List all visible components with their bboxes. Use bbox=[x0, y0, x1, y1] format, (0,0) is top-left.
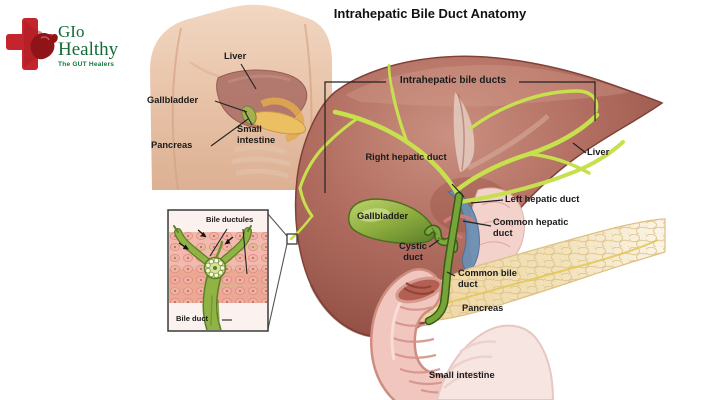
inset-leader-lines bbox=[209, 228, 248, 321]
torso-intestines bbox=[231, 144, 291, 179]
logo-text: GIo Healthy The GUT Healers bbox=[58, 23, 118, 68]
common-bile-duct-label: Common bile duct bbox=[458, 268, 517, 290]
common-bile-duct-shape bbox=[424, 191, 464, 326]
brand-name-top: GIo bbox=[58, 22, 85, 41]
torso-illustration bbox=[150, 4, 332, 191]
torso-pancreas-label: Pancreas bbox=[151, 140, 193, 150]
micro-inset bbox=[167, 209, 298, 332]
inset-connector-lines bbox=[267, 213, 288, 330]
logo-cross-icon bbox=[6, 18, 58, 70]
ductule-ring bbox=[203, 256, 227, 280]
torso-liver-label: Liver bbox=[224, 51, 247, 61]
main-liver-label: Liver bbox=[587, 147, 610, 157]
main-gallbladder-label: Gallbladder bbox=[357, 211, 409, 221]
stomach-glyph bbox=[30, 33, 58, 60]
intrahepatic-bile-ducts-label: Intrahepatic bile ducts bbox=[399, 75, 507, 86]
right-hepatic-duct-label: Right hepatic duct bbox=[365, 152, 447, 162]
main-illustration bbox=[289, 55, 666, 400]
gallbladder-shape bbox=[348, 198, 436, 245]
left-hepatic-duct-label: Left hepatic duct bbox=[505, 194, 580, 204]
torso-small-intestine-label: Small intestine bbox=[237, 124, 276, 146]
main-leader-lines bbox=[324, 81, 596, 277]
logo: GIo Healthy The GUT Healers bbox=[6, 12, 146, 72]
torso-gallbladder-label: Gallbladder bbox=[147, 95, 199, 105]
main-small-intestine-label: Small intestine bbox=[429, 370, 495, 380]
main-pancreas-label: Pancreas bbox=[462, 303, 504, 313]
torso-leader-lines bbox=[210, 63, 257, 147]
pancreatic-duct bbox=[429, 239, 659, 309]
jejunum-shape bbox=[435, 324, 555, 400]
bile-duct-label: Bile duct bbox=[176, 314, 209, 323]
bile-ductules-label: Bile ductules bbox=[206, 215, 254, 224]
cystic-duct-label: Cystic duct bbox=[399, 241, 427, 263]
torso-gallbladder bbox=[241, 105, 257, 125]
callout-square bbox=[286, 233, 298, 245]
brand-tagline: The GUT Healers bbox=[58, 60, 115, 68]
bile-duct-tree bbox=[289, 63, 625, 241]
common-hepatic-duct-label: Common hepatic duct bbox=[493, 217, 569, 239]
brand-name-bottom: Healthy bbox=[58, 39, 119, 60]
torso-duodenum bbox=[260, 97, 305, 143]
page-title: Intrahepatic Bile Duct Anatomy bbox=[333, 6, 527, 21]
inset-arrows bbox=[178, 229, 234, 250]
